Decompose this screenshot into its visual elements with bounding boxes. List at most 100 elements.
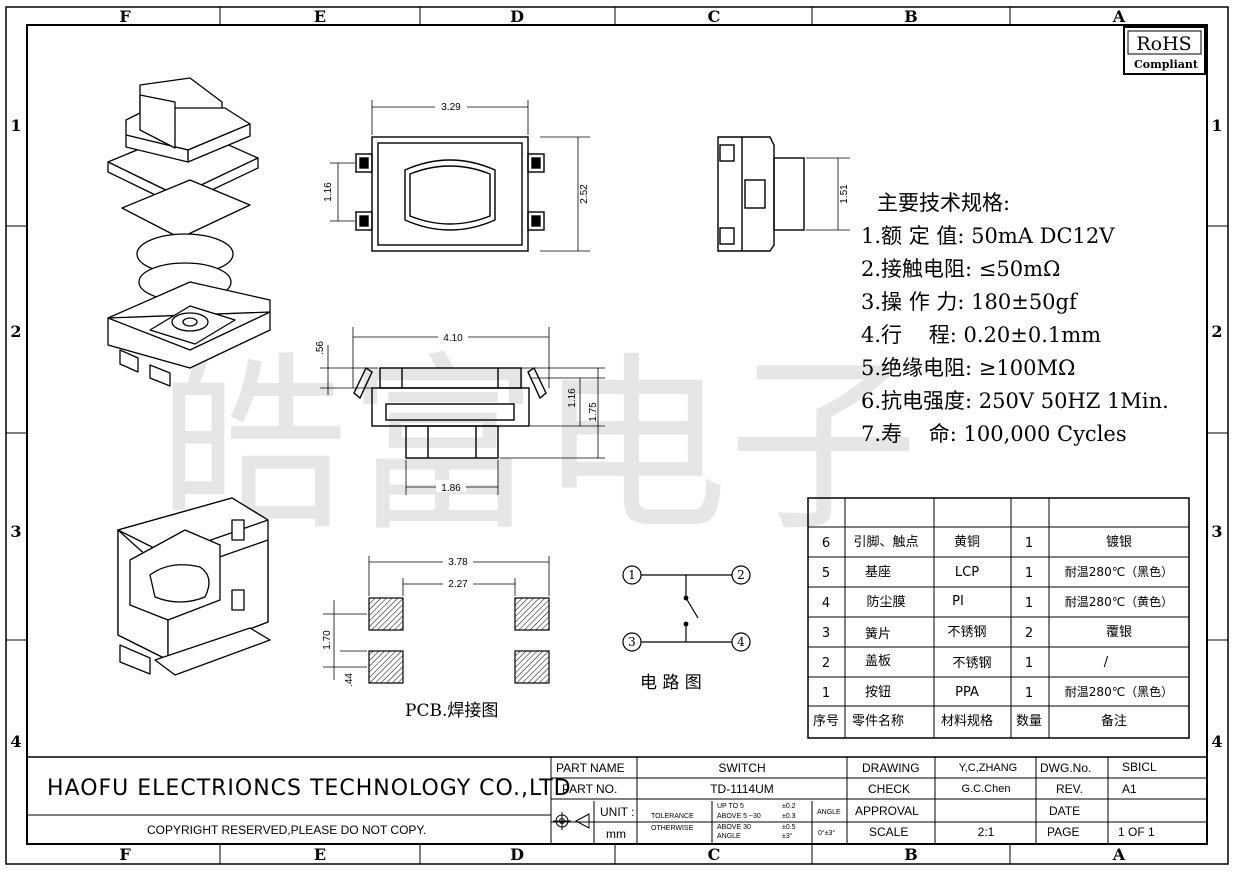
zone-row-left-4: 4	[10, 732, 21, 751]
page-value: 1 OF 1	[1118, 825, 1155, 839]
dim-pcb-inner: 2.27	[448, 579, 468, 590]
dim-pcb-pad: .44	[344, 673, 355, 687]
zone-col-top-1: F	[119, 7, 131, 26]
front-view	[353, 366, 547, 459]
approval-label: APPROVAL	[855, 804, 919, 818]
dim-pcb-pitch: 1.70	[322, 630, 333, 650]
zone-row-left-1: 1	[10, 116, 21, 135]
bom-row-2-note: /	[1104, 655, 1109, 670]
zone-row-left-2: 2	[10, 322, 21, 341]
spec-line-3: 3.操 作 力: 180±50gf	[861, 290, 1079, 314]
tol-row-1: UP TO 5	[717, 803, 744, 810]
zone-col-bottom-6: A	[1112, 845, 1126, 864]
zone-col-top-4: C	[708, 7, 721, 26]
dim-top-height: 2.52	[579, 184, 590, 204]
bom-row-5-note: 耐温280℃（黑色）	[1065, 565, 1173, 579]
rohs-title: RoHS	[1136, 33, 1191, 55]
part-no-label: PART NO.	[562, 782, 617, 796]
projection-symbol-icon	[553, 812, 590, 830]
check-label: CHECK	[868, 782, 910, 796]
circuit-pin-4: 4	[737, 635, 745, 649]
date-label: DATE	[1049, 804, 1080, 818]
spec-line-5: 5.绝缘电阻: ≥100MΩ	[861, 356, 1075, 380]
zone-col-bottom-5: B	[904, 845, 918, 864]
tolerance-label-2: OTHERWISE	[651, 825, 694, 832]
bom-row-4-no: 4	[822, 596, 830, 611]
bom-cells: 6 引脚、触点 黄铜 1 镀银 5 基座 LCP 1 耐温280℃（黑色） 4 …	[813, 534, 1173, 729]
part-name: SWITCH	[718, 761, 765, 775]
drawing-frame	[5, 6, 1229, 865]
check-value: G.C.Chen	[962, 783, 1011, 795]
top-view-dims	[330, 100, 590, 252]
bom-header-note: 备注	[1101, 713, 1127, 729]
drawing-label: DRAWING	[862, 761, 920, 775]
bom-header-no: 序号	[813, 714, 839, 729]
front-view-dims	[320, 327, 605, 495]
zone-row-right-2: 2	[1211, 322, 1222, 341]
dim-front-total: 1.75	[588, 402, 599, 422]
spec-block: 主要技术规格: 1.额 定 值: 50mA DC12V 2.接触电阻: ≤50m…	[861, 191, 1169, 446]
bom-row-1-qty: 1	[1025, 686, 1033, 701]
pcb-footprint	[368, 597, 550, 684]
top-view	[355, 136, 545, 252]
bom-row-3-part: 簧片	[865, 626, 891, 642]
side-view	[717, 136, 805, 252]
bom-row-6-qty: 1	[1025, 536, 1033, 551]
tol-row-3-value: ±0.5	[782, 824, 796, 831]
circuit-caption: 电 路 图	[640, 673, 702, 693]
tol-row-1-value: ±0.2	[782, 803, 796, 810]
bom-row-4-material: PI	[952, 594, 964, 609]
angle-label: ANGLE	[817, 809, 841, 816]
zone-col-bottom-4: C	[708, 845, 721, 864]
title-block	[27, 756, 1207, 844]
dim-front-body: 1.16	[567, 388, 578, 408]
exploded-view	[107, 77, 271, 387]
dim-front-stem: 1.86	[441, 483, 461, 494]
tol-row-4: ANGLE	[717, 833, 741, 840]
assembled-view	[117, 497, 271, 676]
bom-row-6-part: 引脚、触点	[853, 534, 918, 550]
pcb-caption: PCB.焊接图	[405, 701, 498, 721]
dwg-label: DWG.No.	[1040, 761, 1091, 775]
bom-row-4-part: 防尘膜	[866, 594, 905, 610]
bom-row-3-qty: 2	[1025, 626, 1033, 641]
drawing-value: Y,C,ZHANG	[959, 762, 1017, 774]
bom-row-6-no: 6	[822, 536, 830, 551]
circuit-pin-3: 3	[628, 635, 636, 649]
zone-labels: F E D C B A F E D C B A 1 2 3 4 1 2 3 4	[10, 7, 1222, 864]
bom-row-2-no: 2	[822, 656, 830, 671]
bom-row-4-qty: 1	[1025, 596, 1033, 611]
copyright: COPYRIGHT RESERVED,PLEASE DO NOT COPY.	[147, 823, 426, 837]
zone-col-bottom-2: E	[314, 845, 326, 864]
bom-row-4-note: 耐温280℃（黄色）	[1065, 595, 1173, 609]
zone-col-top-2: E	[314, 7, 326, 26]
bom-row-5-material: LCP	[955, 565, 979, 580]
tol-row-2-value: ±0.3	[782, 813, 796, 820]
tolerance-label-1: TOLERANCE	[651, 813, 694, 820]
bom-row-3-material: 不锈钢	[947, 625, 986, 640]
dim-top-pin-pitch: 1.16	[323, 182, 334, 202]
dim-front-top: .56	[315, 341, 326, 355]
spec-line-2: 2.接触电阻: ≤50mΩ	[861, 257, 1060, 281]
zone-col-top-5: B	[904, 7, 918, 26]
zone-row-right-3: 3	[1211, 522, 1222, 541]
spec-title: 主要技术规格:	[877, 191, 1010, 215]
zone-col-top-6: A	[1112, 7, 1126, 26]
bom-row-5-no: 5	[822, 566, 830, 581]
bom-row-1-material: PPA	[955, 685, 979, 700]
dim-top-width: 3.29	[441, 102, 461, 113]
zone-row-right-1: 1	[1211, 116, 1222, 135]
dwg-value: SBICL	[1122, 760, 1157, 774]
zone-col-bottom-3: D	[510, 845, 524, 864]
rev-value: A1	[1122, 782, 1137, 796]
bom-row-2-material: 不锈钢	[952, 656, 991, 671]
tol-row-4-value: ±3°	[782, 832, 793, 840]
page-label: PAGE	[1047, 825, 1079, 839]
bom-row-5-qty: 1	[1025, 566, 1033, 581]
circuit-pins: 1 2 3 4	[628, 568, 745, 649]
side-view-dims	[806, 157, 850, 231]
bom-header-part: 零件名称	[852, 713, 904, 729]
top-view-dim-labels: 3.29 2.52 1.16	[323, 100, 590, 204]
bom-row-1-part: 按钮	[865, 685, 891, 700]
